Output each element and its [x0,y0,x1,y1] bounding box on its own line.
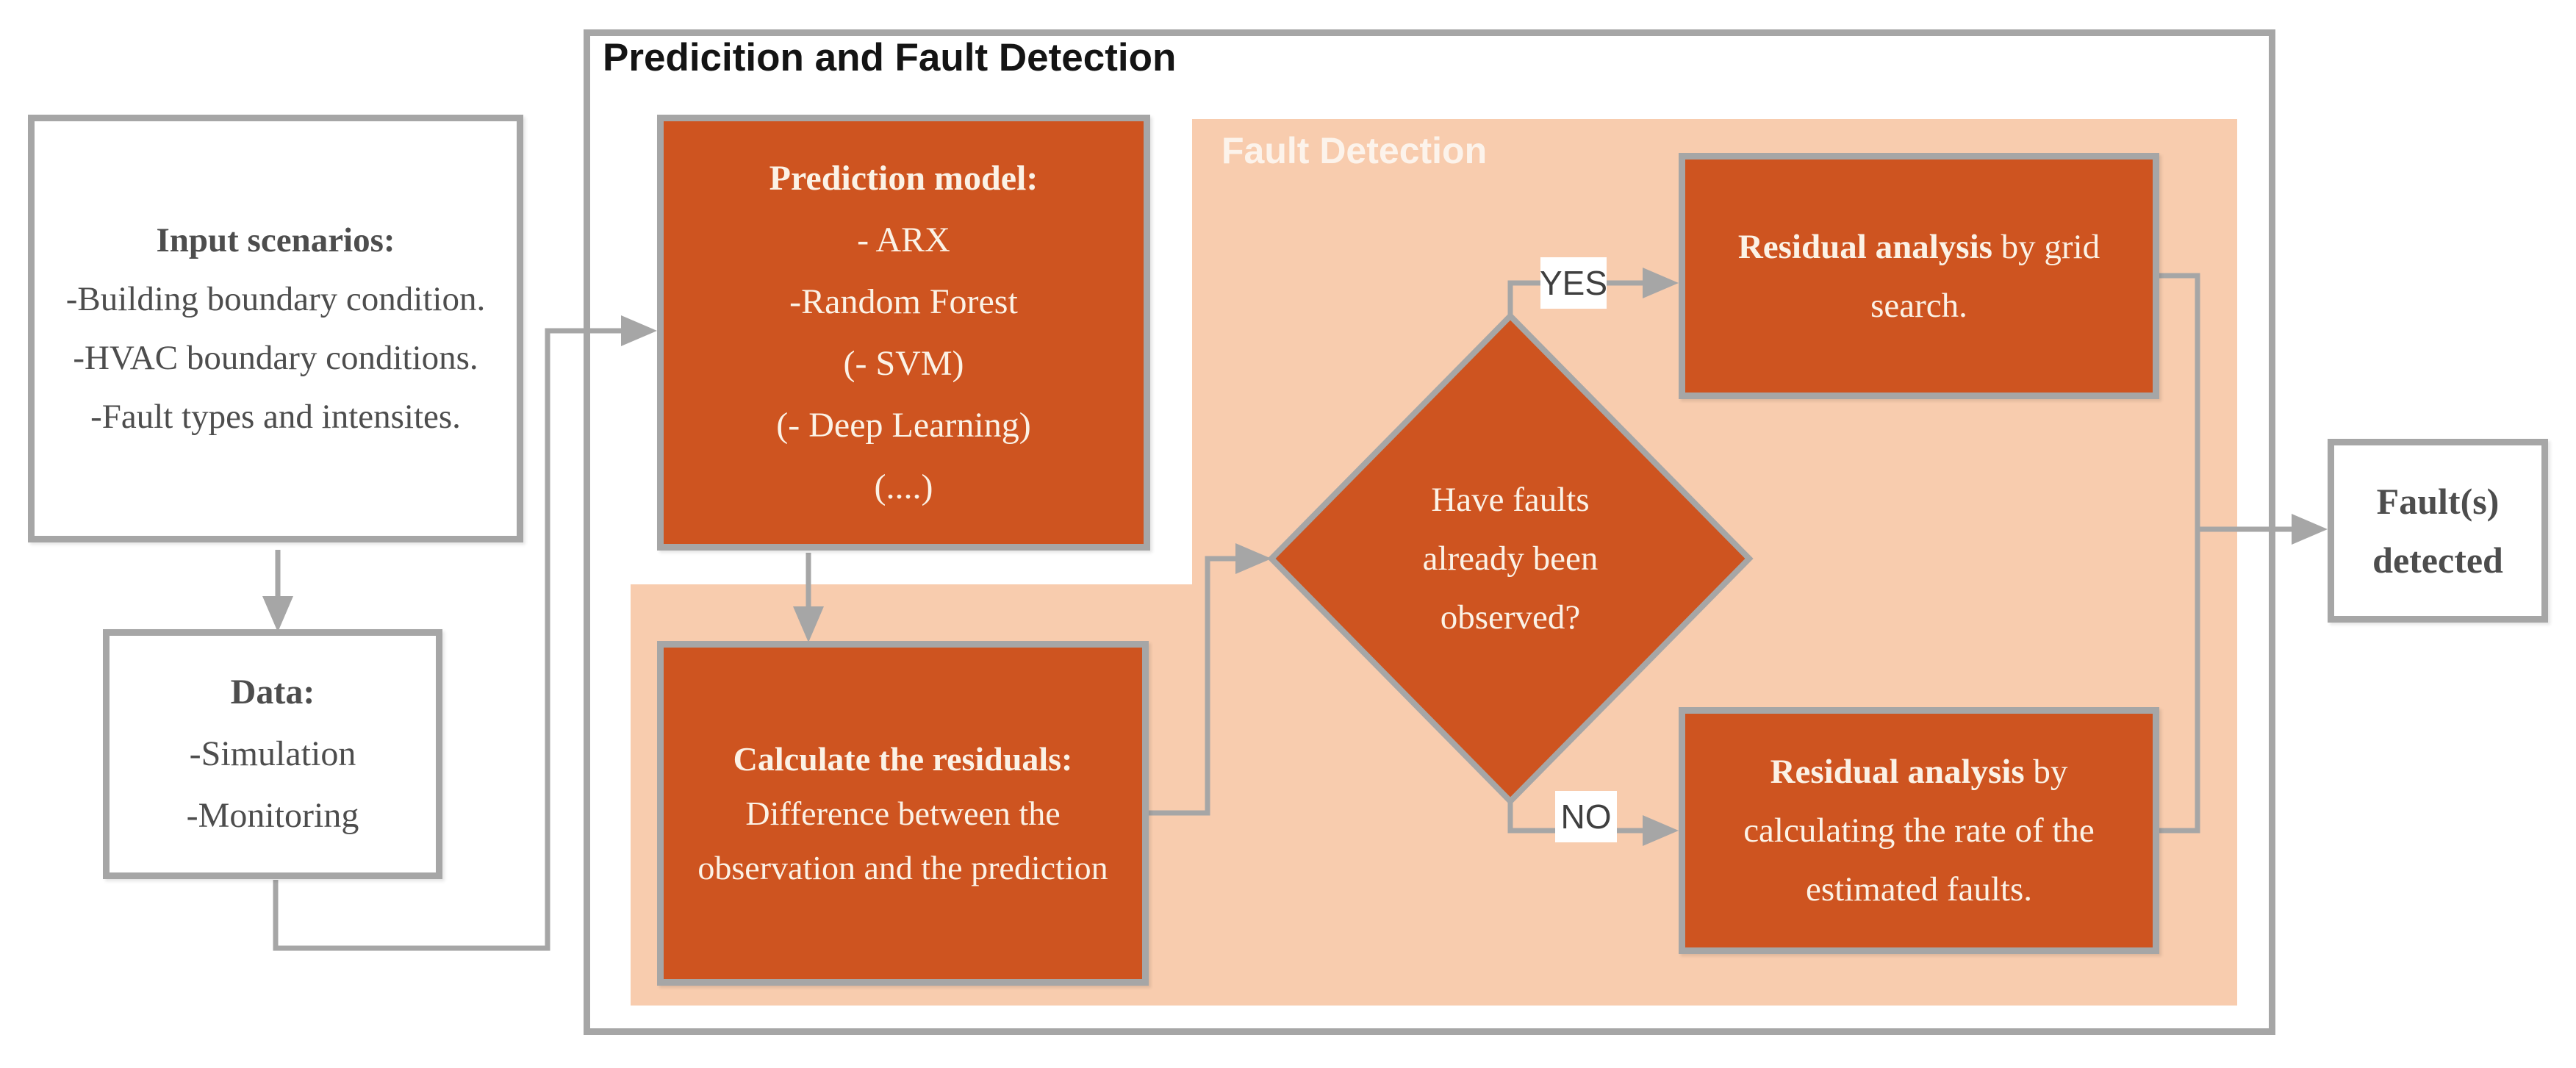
residual-analysis-rate-box: Residual analysis by calculating the rat… [1679,707,2159,954]
input-scenarios-item: -Fault types and intensites. [90,398,461,436]
prediction-model-heading: Prediction model: [769,158,1038,198]
arrow-calculate-residuals-to-decision [1147,543,1271,816]
prediction-model-item: (- SVM) [843,343,964,383]
data-box: Data: -Simulation -Monitoring [103,629,442,879]
input-scenarios-heading: Input scenarios: [156,221,395,259]
prediction-model-item: -Random Forest [789,282,1018,321]
residual-grid-text: Residual analysis by grid search. [1706,218,2132,335]
prediction-model-item: (- Deep Learning) [776,405,1031,445]
input-scenarios-box: Input scenarios: -Building boundary cond… [28,115,523,542]
prediction-model-item: (....) [874,467,933,506]
page-title: Predicition and Fault Detection [603,36,1177,79]
yes-label: YES [1540,257,1607,309]
residual-rate-bold: Residual analysis [1770,753,2025,791]
residual-rate-text: Residual analysis by calculating the rat… [1706,742,2132,919]
fault-detected-label: Fault(s) detected [2372,481,2503,581]
residual-grid-rest: by grid search. [1870,227,2100,325]
data-heading: Data: [230,673,315,712]
residual-grid-bold: Residual analysis [1737,227,1992,266]
prediction-model-box: Prediction model: - ARX -Random Forest (… [657,115,1150,551]
input-scenarios-item: -HVAC boundary conditions. [73,339,478,377]
residual-rate-rest: by calculating the rate of the estimated… [1743,753,2095,908]
calculate-residuals-body: Difference between the observation and t… [697,794,1108,886]
calculate-residuals-heading: Calculate the residuals: [733,739,1073,778]
residual-analysis-grid-search-box: Residual analysis by grid search. [1679,153,2159,399]
fault-detection-region-label: Fault Detection [1221,130,1488,171]
prediction-model-item: - ARX [857,220,950,259]
calculate-residuals-box: Calculate the residuals: Difference betw… [657,641,1149,986]
no-label: NO [1555,791,1617,842]
arrow-data-to-prediction-model [273,315,657,951]
decision-diamond-shape [1267,312,1754,806]
connector-residual-outputs-merge [2156,273,2200,834]
fault-detected-box: Fault(s) detected [2328,439,2548,623]
prediction-fault-detection-container [584,29,2275,1035]
data-item: -Monitoring [186,796,359,835]
input-scenarios-item: -Building boundary condition. [65,280,486,318]
data-item: -Simulation [189,734,356,773]
decision-question: Have faults already been observed? [1422,481,1599,637]
